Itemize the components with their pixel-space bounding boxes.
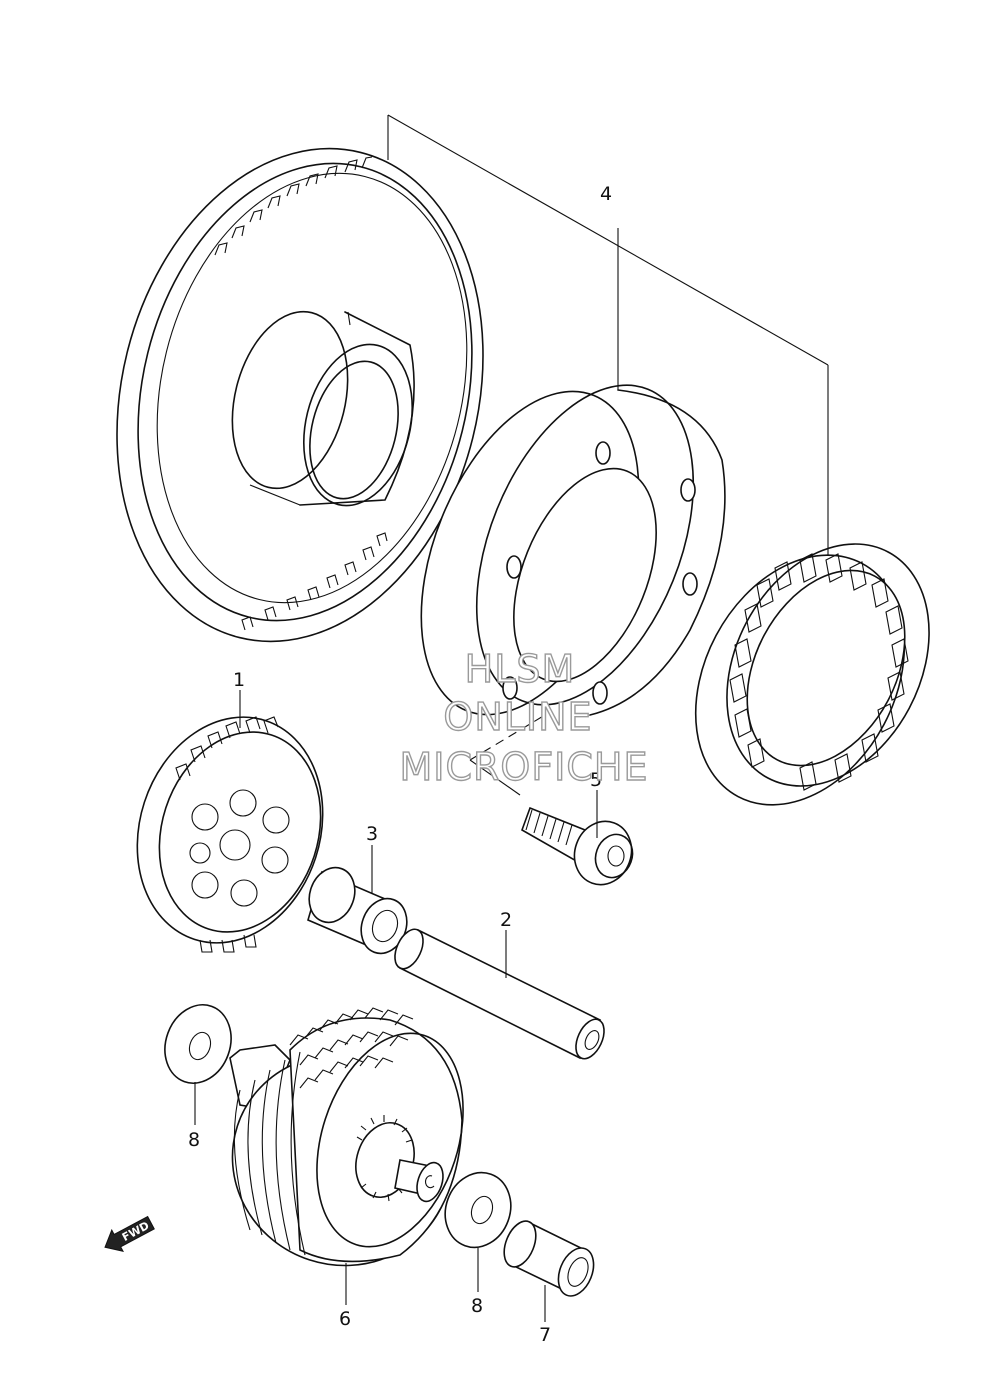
clutch-spline-hub	[355, 1115, 444, 1203]
callout-2: 2	[500, 909, 512, 931]
gear-teeth-bottom	[241, 532, 388, 631]
gear-teeth-top	[214, 156, 373, 256]
leader-lines	[194, 690, 598, 1322]
watermark-line-3: MICROFICHE	[399, 745, 648, 789]
callout-5: 5	[590, 769, 602, 791]
starter-idle-gear	[136, 716, 324, 953]
clutch-bushing	[503, 1220, 595, 1297]
clutch-bolt	[469, 714, 634, 886]
washer-left	[164, 1004, 232, 1084]
watermark-line-1: HLSM	[465, 647, 576, 691]
clutch-housing-ring	[420, 384, 726, 716]
idle-shaft	[394, 928, 605, 1060]
callout-8-left: 8	[188, 1129, 200, 1151]
idle-gear-holes	[189, 789, 290, 907]
ring-bolt-holes	[502, 441, 698, 705]
one-way-clutch-cage	[694, 543, 930, 806]
starter-driven-gear	[116, 147, 484, 643]
callout-1: 1	[233, 669, 245, 691]
forward-arrow-icon: FWD	[104, 1215, 155, 1252]
bushing	[307, 866, 408, 955]
clutch-plate-rings	[233, 1051, 306, 1256]
gear-hub	[231, 310, 415, 507]
watermark-line-2: ONLINE	[443, 695, 592, 739]
bolt-thread	[525, 809, 573, 846]
callout-4: 4	[600, 183, 612, 205]
callout-8-right: 8	[471, 1295, 483, 1317]
watermark: HLSM ONLINE MICROFICHE	[399, 646, 648, 789]
clutch-plate-teeth	[289, 1007, 414, 1089]
callout-6: 6	[339, 1308, 351, 1330]
bracket-part-4	[387, 114, 829, 565]
callout-7: 7	[539, 1324, 551, 1346]
callout-3: 3	[366, 823, 378, 845]
cage-rollers	[729, 553, 909, 791]
starter-clutch-assembly	[229, 1007, 464, 1267]
washer-right	[444, 1171, 512, 1249]
idle-gear-teeth	[175, 716, 279, 953]
